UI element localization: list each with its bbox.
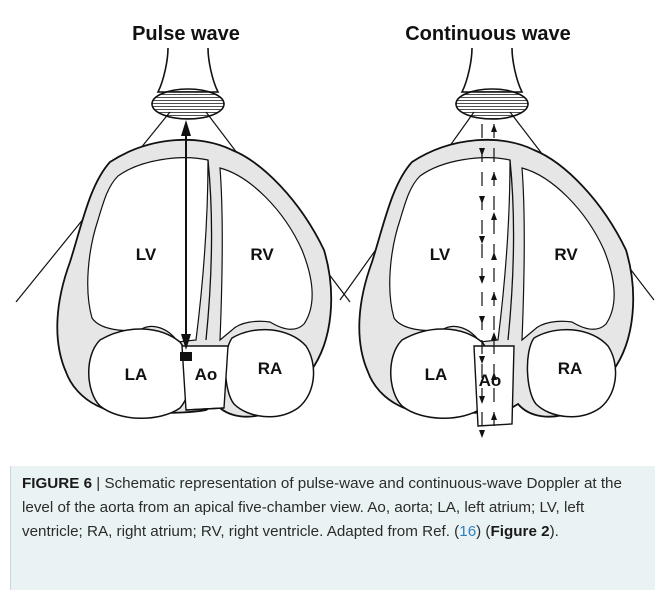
figure-label: FIGURE 6 [22, 475, 92, 492]
reference-link[interactable]: 16 [459, 523, 476, 540]
caption-text-2: ) ( [476, 523, 490, 540]
pulse-wave-panel: Pulse wave [16, 23, 350, 418]
figure-2-link[interactable]: Figure 2 [491, 523, 550, 540]
cw-ra-label: RA [558, 359, 583, 378]
doppler-figure: Pulse wave [0, 0, 664, 458]
continuous-wave-title: Continuous wave [405, 23, 571, 45]
caption-separator: | [92, 475, 104, 492]
pulse-wave-probe [152, 48, 224, 119]
pulse-la-label: LA [125, 365, 148, 384]
figure-caption: FIGURE 6 | Schematic representation of p… [22, 472, 644, 544]
continuous-wave-panel: Continuous wave [340, 23, 654, 438]
pulse-rv-label: RV [250, 245, 274, 264]
pulse-ao-label: Ao [195, 365, 218, 384]
pulse-lv-label: LV [136, 245, 157, 264]
cw-rv-label: RV [554, 245, 578, 264]
continuous-wave-probe [456, 48, 528, 119]
cw-la-label: LA [425, 365, 448, 384]
cw-lv-label: LV [430, 245, 451, 264]
cw-ao-label: Ao [479, 371, 502, 390]
caption-text-3: ). [550, 523, 559, 540]
sample-volume-marker [180, 352, 192, 361]
pulse-ra-label: RA [258, 359, 283, 378]
pulse-wave-title: Pulse wave [132, 23, 240, 45]
